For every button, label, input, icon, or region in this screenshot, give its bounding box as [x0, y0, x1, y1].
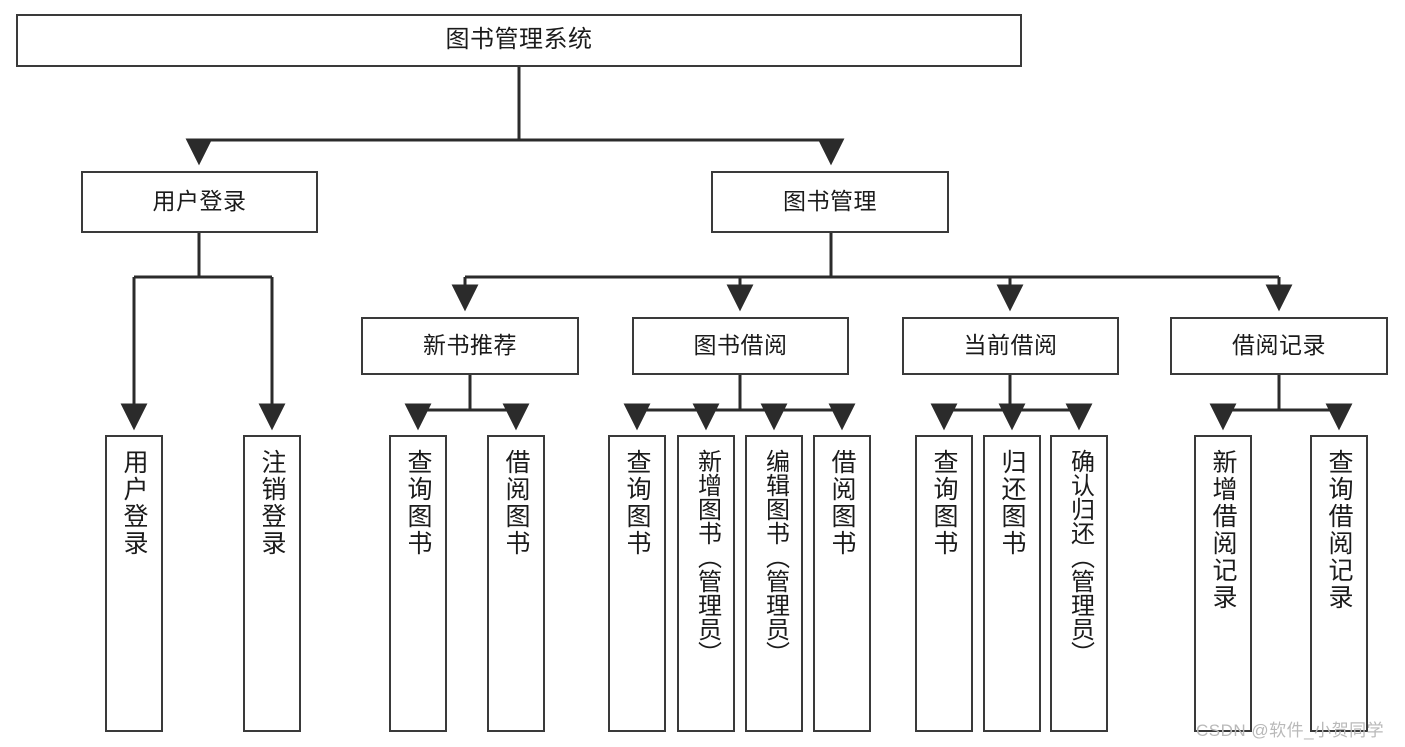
node-current-borrow-label: 当前借阅 [963, 332, 1058, 359]
node-leaf-query-book-2-label: 查询图书 [623, 449, 651, 557]
node-leaf-query-book-1[interactable]: 查询图书 [389, 435, 447, 732]
node-leaf-user-login-label: 用户登录 [120, 449, 148, 557]
edge-bookmanage-to-level3 [451, 233, 1293, 312]
node-book-manage-label: 图书管理 [783, 188, 877, 215]
node-leaf-edit-book-label: 编辑图书（管理员） [761, 449, 789, 665]
node-user-login-label: 用户登录 [152, 188, 247, 215]
node-leaf-add-record[interactable]: 新增借阅记录 [1194, 435, 1252, 732]
node-book-borrow-label: 图书借阅 [693, 332, 788, 359]
node-leaf-borrow-book-1-label: 借阅图书 [502, 449, 530, 557]
edge-userlogin-to-leaves [120, 233, 286, 431]
node-leaf-borrow-book-2[interactable]: 借阅图书 [813, 435, 871, 732]
node-new-book-recommend-label: 新书推荐 [423, 332, 517, 359]
csdn-watermark: CSDN @软件_小贺同学 [1196, 721, 1385, 740]
node-user-login[interactable]: 用户登录 [81, 171, 318, 233]
node-leaf-query-record-label: 查询借阅记录 [1325, 449, 1353, 611]
node-leaf-query-book-3-label: 查询图书 [930, 449, 958, 557]
node-leaf-borrow-book-1[interactable]: 借阅图书 [487, 435, 545, 732]
edge-root-to-level2 [185, 67, 845, 166]
node-leaf-add-book[interactable]: 新增图书（管理员） [677, 435, 735, 732]
node-leaf-confirm-return-label: 确认归还（管理员） [1066, 449, 1094, 665]
node-new-book-recommend[interactable]: 新书推荐 [361, 317, 579, 375]
node-leaf-query-record[interactable]: 查询借阅记录 [1310, 435, 1368, 732]
node-leaf-query-book-1-label: 查询图书 [404, 449, 432, 557]
node-current-borrow[interactable]: 当前借阅 [902, 317, 1119, 375]
edge-newbook-to-leaves [404, 375, 530, 431]
node-leaf-query-book-2[interactable]: 查询图书 [608, 435, 666, 732]
node-leaf-confirm-return[interactable]: 确认归还（管理员） [1050, 435, 1108, 732]
node-leaf-edit-book[interactable]: 编辑图书（管理员） [745, 435, 803, 732]
node-leaf-logout-label: 注销登录 [258, 449, 286, 557]
edge-borrowrecord-to-leaves [1209, 375, 1353, 431]
node-leaf-return-book[interactable]: 归还图书 [983, 435, 1041, 732]
node-book-manage[interactable]: 图书管理 [711, 171, 949, 233]
node-leaf-query-book-3[interactable]: 查询图书 [915, 435, 973, 732]
node-root[interactable]: 图书管理系统 [16, 14, 1022, 67]
node-leaf-add-record-label: 新增借阅记录 [1209, 449, 1237, 611]
node-leaf-borrow-book-2-label: 借阅图书 [828, 449, 856, 557]
node-borrow-record[interactable]: 借阅记录 [1170, 317, 1388, 375]
edge-currentborrow-to-leaves [930, 375, 1093, 431]
node-leaf-add-book-label: 新增图书（管理员） [693, 449, 721, 665]
edge-bookborrow-to-leaves [623, 375, 856, 431]
node-root-label: 图书管理系统 [445, 26, 593, 54]
node-borrow-record-label: 借阅记录 [1232, 332, 1326, 359]
node-leaf-logout[interactable]: 注销登录 [243, 435, 301, 732]
node-book-borrow[interactable]: 图书借阅 [632, 317, 849, 375]
node-leaf-return-book-label: 归还图书 [998, 449, 1026, 557]
node-leaf-user-login[interactable]: 用户登录 [105, 435, 163, 732]
